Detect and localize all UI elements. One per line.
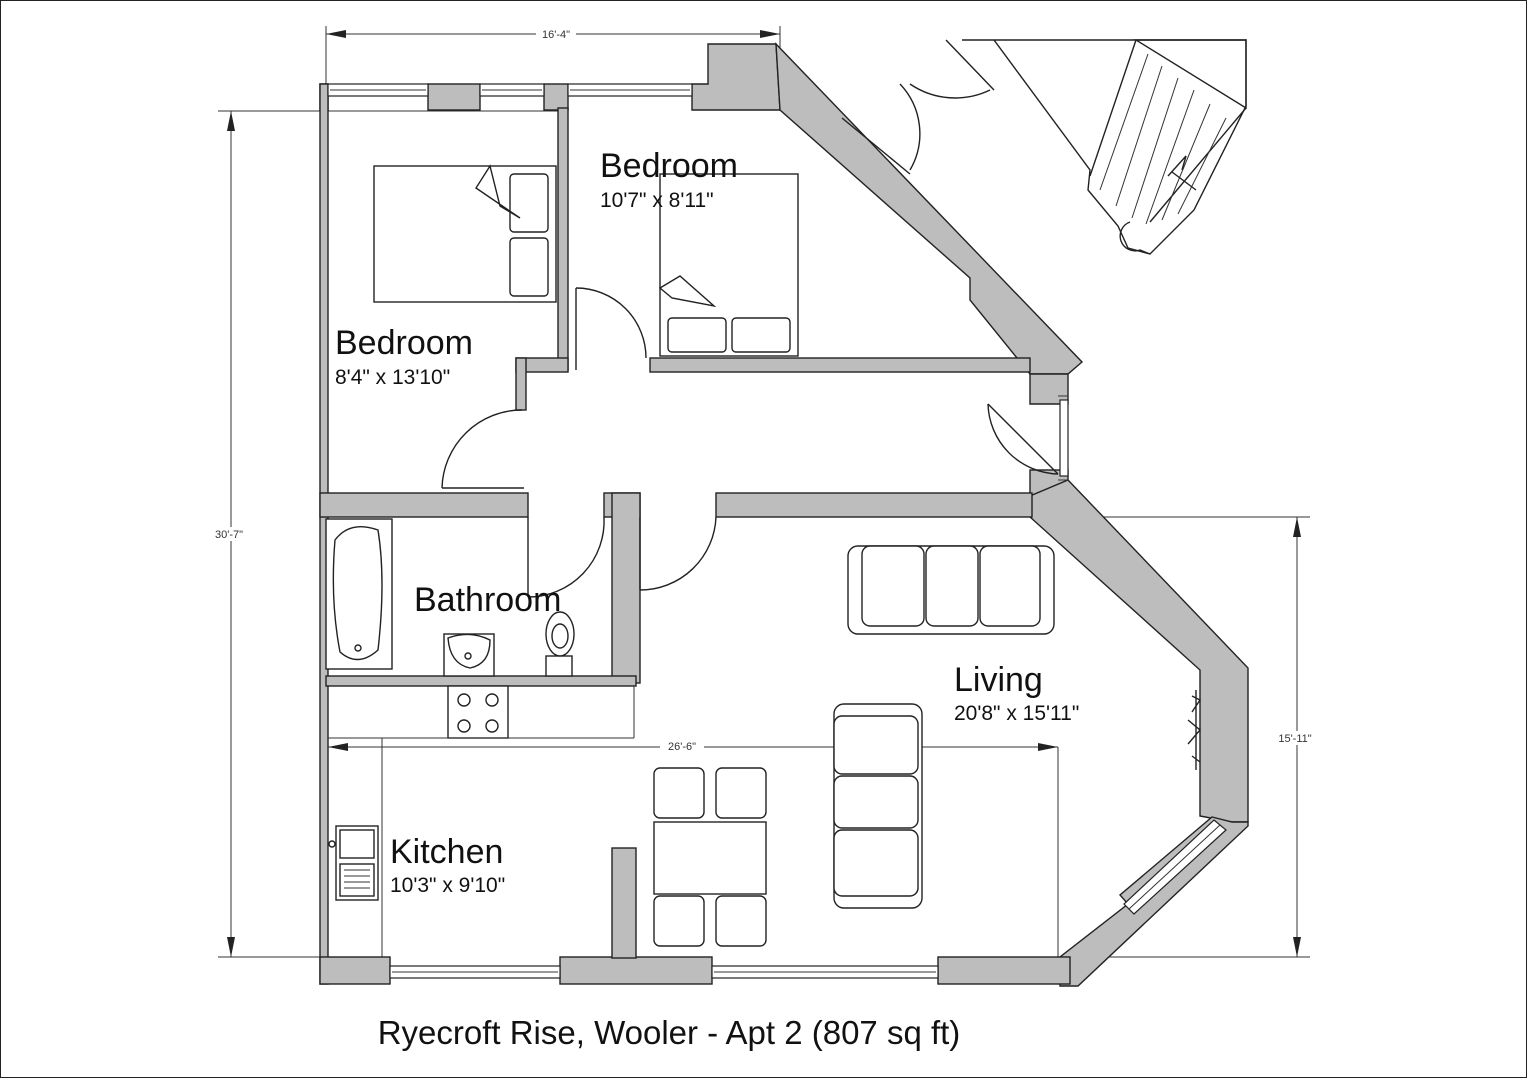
room-size: 8'4" x 13'10" — [335, 366, 450, 389]
bed-small-bedroom — [373, 164, 557, 303]
plan-caption: Ryecroft Rise, Wooler - Apt 2 (807 sq ft… — [378, 1014, 961, 1051]
room-size: 20'8" x 15'11" — [954, 702, 1079, 725]
dim-overall-height: 30'-7" — [215, 529, 243, 541]
fireplace — [1187, 690, 1202, 770]
sofa-top — [847, 545, 1055, 635]
hob — [447, 685, 509, 739]
toilet — [545, 611, 575, 677]
room-name: Bedroom — [335, 324, 473, 362]
sofa-right — [833, 703, 923, 909]
room-label-bedroom-1: Bedroom 8'4" x 13'10" — [335, 324, 473, 389]
interior-walls — [319, 107, 1033, 959]
dimension-top: 16'-4" — [325, 26, 781, 90]
dimension-left: 30'-7" — [205, 110, 560, 958]
room-name: Kitchen — [390, 833, 503, 871]
doors — [441, 39, 1059, 598]
kitchen-counter — [328, 686, 635, 957]
dim-overall-width: 16'-4" — [542, 29, 570, 41]
room-label-bathroom: Bathroom — [414, 581, 561, 619]
room-label-kitchen: Kitchen 10'3" x 9'10" — [390, 833, 505, 897]
dimension-middle: 26'-6" — [328, 740, 1059, 957]
room-name: Living — [954, 661, 1043, 699]
dim-living-height: 15'-11" — [1278, 733, 1311, 745]
room-size: 10'7" x 8'11" — [600, 189, 714, 212]
dimension-right: 15'-11" — [1060, 516, 1320, 958]
external-stairs — [962, 39, 1247, 255]
bed-large-bedroom — [658, 173, 799, 357]
room-label-living: Living 20'8" x 15'11" — [954, 661, 1079, 725]
room-size: 10'3" x 9'10" — [390, 874, 505, 897]
dining-table — [653, 767, 767, 947]
windows — [327, 83, 1227, 979]
dim-kitchen-living-width: 26'-6" — [668, 741, 696, 753]
room-name: Bathroom — [414, 581, 561, 619]
room-label-bedroom-2: Bedroom 10'7" x 8'11" — [600, 147, 738, 212]
room-name: Bedroom — [600, 147, 738, 185]
bathtub — [325, 518, 393, 670]
kitchen-sink — [328, 825, 379, 901]
basin — [443, 633, 495, 677]
